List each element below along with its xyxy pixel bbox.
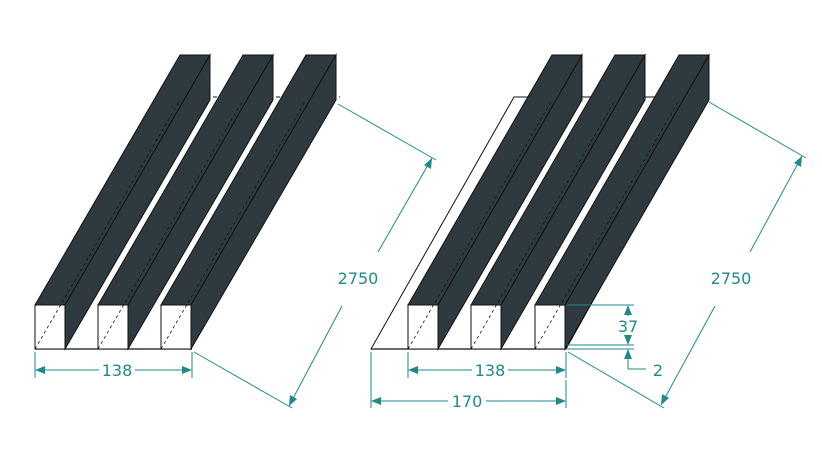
left-dim-width [34,352,193,378]
right-profile-2 [470,53,646,351]
right-model: 138 170 37 2 [370,53,807,411]
right-profile-1-end [407,304,439,350]
right-profile-1 [407,53,583,351]
right-dim-inner-width-label: 138 [475,361,506,380]
right-profile-3-end [534,304,566,350]
right-dim-inner-width [407,352,567,378]
left-profile-3-end [160,304,192,350]
left-model: 138 2750 [34,53,437,409]
left-profile-1-end [34,304,66,350]
left-profile-2 [97,53,274,351]
left-dim-length [193,103,437,409]
left-profile-2-hidden [97,99,244,350]
left-profile-2-end [97,304,129,350]
right-dim-thickness [624,349,646,370]
right-dim-height [567,304,634,350]
right-dim-length-label: 2750 [711,269,752,288]
right-dim-outer-width [370,352,567,408]
left-profile-3-hidden [160,99,307,350]
left-profile-1 [34,53,211,351]
left-profile-1-hidden [34,99,181,350]
left-profile-3 [160,53,337,351]
right-profile-3 [534,53,710,351]
left-dim-width-label: 138 [102,361,133,380]
right-profile-2-end [470,304,502,350]
right-dim-height-label: 37 [618,317,638,336]
right-dim-thickness-label: 2 [653,361,663,380]
right-dim-length [567,101,807,409]
left-dim-length-label: 2750 [338,269,379,288]
right-dim-outer-width-label: 170 [452,392,483,411]
